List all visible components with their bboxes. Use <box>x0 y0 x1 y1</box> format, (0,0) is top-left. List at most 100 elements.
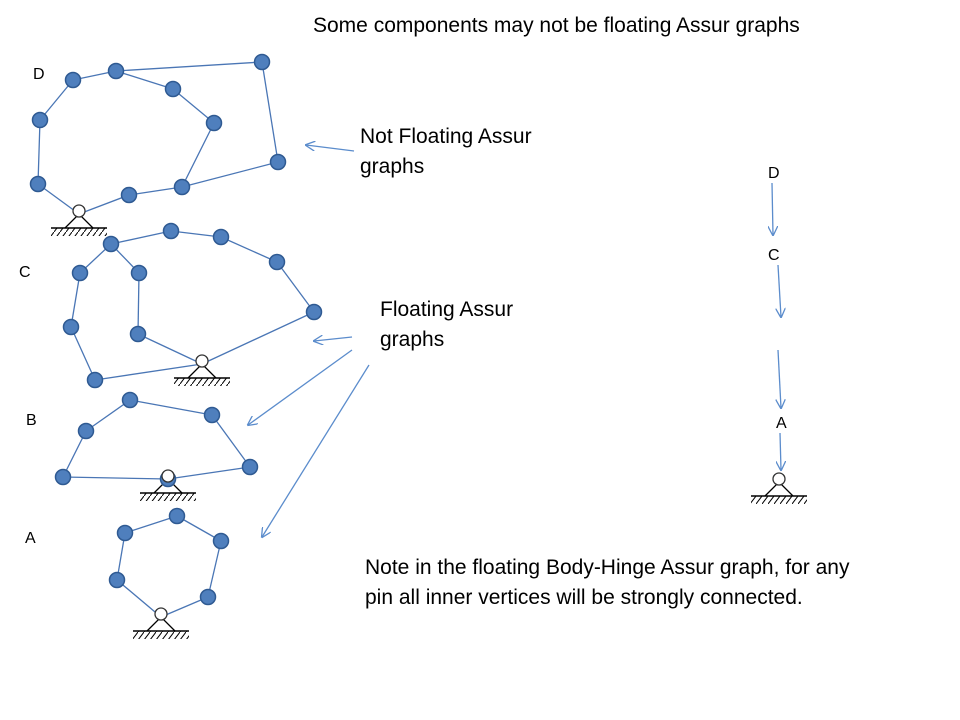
edge-d <box>172 88 215 124</box>
node-d <box>31 111 49 129</box>
chain-label-a: A <box>776 415 787 432</box>
ground-b <box>140 469 196 501</box>
ground-chain <box>751 472 807 504</box>
edge-d <box>39 79 74 121</box>
pin-joint <box>195 354 209 368</box>
edge-b <box>62 476 169 480</box>
node-d <box>269 153 287 171</box>
edge-b <box>129 399 213 416</box>
node-d <box>173 178 191 196</box>
node-d <box>120 186 138 204</box>
node-a <box>108 571 126 589</box>
note-text: Note in the floating Body-Hinge Assur gr… <box>365 553 849 613</box>
edge-c <box>170 230 222 238</box>
arrow-to-d <box>306 145 355 152</box>
floating-line-1: Floating Assur <box>380 298 514 321</box>
node-c <box>305 303 323 321</box>
ground-hatch <box>174 378 230 386</box>
edge-b <box>211 414 251 468</box>
node-d <box>29 175 47 193</box>
component-label-d: D <box>33 66 45 83</box>
ground-d <box>51 204 107 236</box>
arrow-to-c <box>314 337 353 341</box>
edge-c <box>276 261 315 313</box>
edge-d <box>37 119 41 185</box>
arrow-to-a <box>262 364 370 537</box>
edge-d <box>181 161 279 188</box>
grounds-layer <box>51 204 807 639</box>
node-d <box>107 62 125 80</box>
arrow-to-b <box>248 349 353 425</box>
edge-c <box>201 311 315 365</box>
edge-c <box>110 230 172 245</box>
chain-label-d: D <box>768 165 780 182</box>
not-floating-line-1: Not Floating Assur <box>360 125 532 148</box>
not-floating-line-2: graphs <box>360 155 425 178</box>
node-c <box>130 264 148 282</box>
pin-joint <box>154 607 168 621</box>
edge-b <box>167 466 251 480</box>
arrow-chain-to-a <box>778 349 781 408</box>
chain-label-c: C <box>768 247 780 264</box>
edge-a <box>207 540 222 598</box>
pin-joint <box>161 469 175 483</box>
ground-a <box>133 607 189 639</box>
edge-d <box>37 183 80 215</box>
component-label-b: B <box>26 412 37 429</box>
ground-hatch <box>133 631 189 639</box>
node-b <box>241 458 259 476</box>
floating-label: Floating Assur graphs <box>380 295 513 355</box>
edge-a <box>124 515 178 534</box>
ground-hatch <box>751 496 807 504</box>
edge-c <box>70 272 81 328</box>
ground-hatch <box>51 228 107 236</box>
component-label-c: C <box>19 264 31 281</box>
node-d <box>164 80 182 98</box>
node-c <box>102 235 120 253</box>
edge-c <box>137 272 140 335</box>
pin-joint <box>72 204 86 218</box>
node-c <box>86 371 104 389</box>
edge-b <box>85 399 131 432</box>
edge-d <box>78 194 130 215</box>
node-a <box>168 507 186 525</box>
floating-line-2: graphs <box>380 328 445 351</box>
edge-c <box>94 363 203 381</box>
ground-c <box>174 354 230 386</box>
node-a <box>212 532 230 550</box>
edge-c <box>220 236 278 263</box>
edge-c <box>137 333 203 365</box>
node-c <box>71 264 89 282</box>
edge-a <box>176 515 222 542</box>
node-c <box>62 318 80 336</box>
node-c <box>129 325 147 343</box>
edge-b <box>62 430 87 478</box>
node-c <box>212 228 230 246</box>
edge-d <box>115 61 263 72</box>
component-label-a: A <box>25 530 36 547</box>
node-d <box>253 53 271 71</box>
edge-a <box>160 596 209 618</box>
node-b <box>77 422 95 440</box>
note-line-2: pin all inner vertices will be strongly … <box>365 586 803 609</box>
node-a <box>116 524 134 542</box>
node-b <box>54 468 72 486</box>
edge-c <box>70 326 96 381</box>
pin-joint <box>772 472 786 486</box>
node-b <box>203 406 221 424</box>
page-title: Some components may not be floating Assu… <box>313 14 800 37</box>
node-d <box>64 71 82 89</box>
edge-d <box>261 61 279 163</box>
node-b <box>121 391 139 409</box>
edge-a <box>116 579 162 618</box>
ground-hatch <box>140 493 196 501</box>
arrow-chain-c <box>778 264 781 317</box>
edge-d <box>128 186 183 196</box>
edge-d <box>181 122 215 188</box>
arrow-chain-d-c <box>772 182 773 235</box>
edge-d <box>115 70 174 90</box>
node-c <box>268 253 286 271</box>
node-c <box>162 222 180 240</box>
not-floating-label: Not Floating Assur graphs <box>360 122 532 182</box>
